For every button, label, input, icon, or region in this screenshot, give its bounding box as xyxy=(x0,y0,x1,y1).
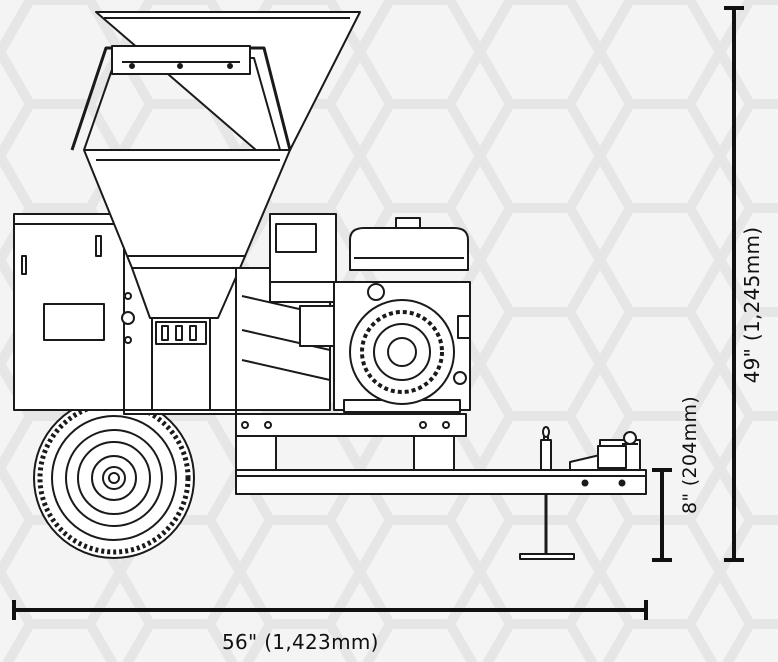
width-dimension-label: 56" (1,423mm) xyxy=(222,630,379,654)
machine xyxy=(13,11,647,560)
control-box xyxy=(151,317,211,411)
height-dimension-line xyxy=(724,6,744,562)
jack-stand xyxy=(519,426,575,560)
trailer-frame xyxy=(235,413,647,495)
hitch-coupler xyxy=(569,431,641,471)
hopper xyxy=(70,11,361,319)
height-dimension-label: 49" (1,245mm) xyxy=(740,226,764,384)
leg-height-dimension-label: 8" (204mm) xyxy=(679,396,701,514)
dimension-lines xyxy=(12,6,744,620)
width-dimension-line xyxy=(12,600,648,620)
wheel xyxy=(33,397,195,559)
leg-height-dimension-line xyxy=(652,468,672,562)
engine xyxy=(269,213,471,413)
